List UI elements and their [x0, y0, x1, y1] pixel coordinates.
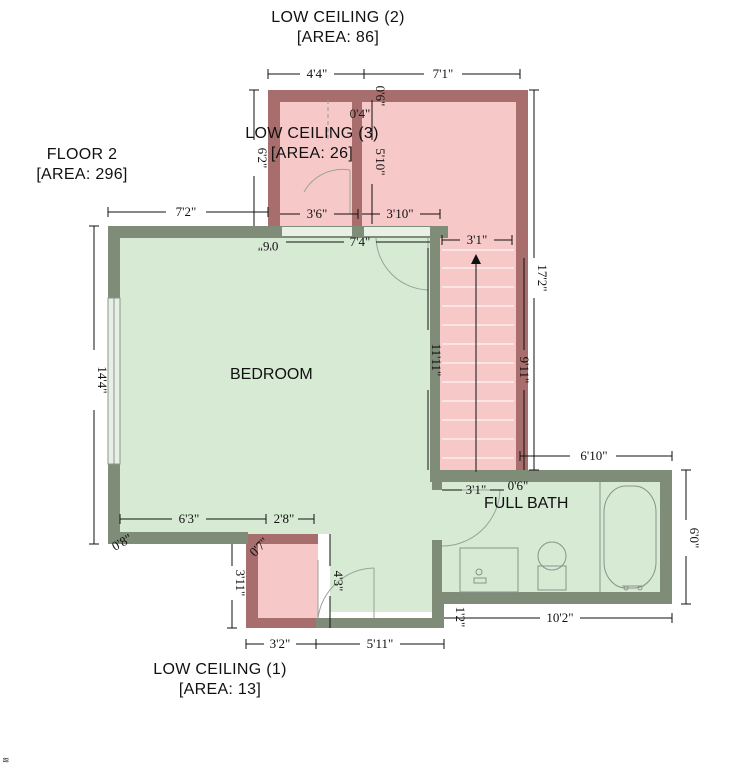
low-ceiling-1-area: [AREA: 13] — [178, 681, 262, 698]
dim-7-1: 7'1" — [433, 66, 454, 81]
dim-5-11: 5'11" — [367, 636, 394, 651]
low-ceiling-3-label: LOW CEILING (3) [AREA: 26] — [212, 124, 412, 164]
stair-arrow-icon — [471, 254, 481, 264]
bedroom-floor — [110, 228, 440, 612]
dim-0-6-top: 0'6" — [373, 86, 388, 107]
dim-6-2: 6'2" — [255, 148, 270, 169]
stair-floor — [440, 228, 520, 472]
dim-3-11: 3'11" — [233, 570, 248, 597]
wall-segment — [352, 226, 362, 238]
floor-label: FLOOR 2 [AREA: 296] — [22, 145, 142, 185]
dim-3-6: 3'6" — [307, 206, 328, 221]
dim-11-11: 11'11" — [429, 344, 444, 377]
dimension-labels: 4'4" 7'1" 0'6" 0'4" 6'2" 5'10" 7'2" 3'6"… — [95, 66, 702, 651]
bedroom-label: BEDROOM — [230, 366, 313, 383]
dim-6-10: 6'10" — [580, 448, 607, 463]
top-opening-2 — [364, 227, 430, 236]
dim-7-2: 7'2" — [176, 204, 197, 219]
low-ceiling-2-label: LOW CEILING (2) [AREA: 86] — [238, 8, 438, 48]
bath-fixtures — [459, 482, 657, 593]
dim-4-4: 4'4" — [307, 66, 328, 81]
dim-3-1-top: 3'1" — [467, 232, 488, 247]
dim-6-0: 6'0" — [687, 528, 702, 549]
low-ceiling-2-title: LOW CEILING (2) — [271, 9, 405, 26]
dim-3-1-bath: 3'1" — [466, 482, 487, 497]
red-walls — [246, 90, 528, 628]
dim-1-2: 1'2" — [453, 607, 468, 628]
low-ceiling-3-floor — [268, 90, 360, 228]
dim-0-4: 0'4" — [350, 106, 371, 121]
low-ceiling-3-title: LOW CEILING (3) — [245, 125, 379, 142]
dim-4-3: 4'3" — [331, 571, 346, 592]
dimension-lines — [89, 69, 691, 649]
dim-2-8: 2'8" — [274, 511, 295, 526]
dim-10-2: 10'2" — [546, 610, 573, 625]
full-bath-floor — [440, 472, 670, 602]
dim-7-4: 7'4" — [350, 234, 371, 249]
low-ceiling-1-title: LOW CEILING (1) — [153, 661, 287, 678]
full-bath-label: FULL BATH — [484, 495, 569, 512]
dim-6-3: 6'3" — [179, 511, 200, 526]
floor-area: [AREA: 296] — [36, 166, 128, 183]
dim-9-11: 9'11" — [517, 357, 532, 384]
dim-0-6-mid: 0'6" — [258, 239, 279, 254]
dim-0-6-bath: 0'6" — [508, 478, 529, 493]
low-ceiling-3-area: [AREA: 26] — [270, 145, 354, 162]
door-swings — [303, 168, 501, 619]
floor-title: FLOOR 2 — [46, 146, 118, 163]
low-ceiling-2-area: [AREA: 86] — [296, 29, 380, 46]
staircase — [442, 249, 514, 459]
top-opening — [282, 227, 352, 236]
low-ceiling-2-floor — [356, 90, 520, 228]
dim-14-4: 14'4" — [95, 366, 110, 393]
dim-17-2: 17'2" — [535, 264, 550, 291]
dim-3-10: 3'10" — [386, 206, 413, 221]
low-ceiling-1-label: LOW CEILING (1) [AREA: 13] — [120, 660, 320, 700]
dim-5-10: 5'10" — [373, 148, 388, 175]
dim-3-2: 3'2" — [270, 636, 291, 651]
watermark-logo-icon: ≋ — [2, 756, 10, 766]
